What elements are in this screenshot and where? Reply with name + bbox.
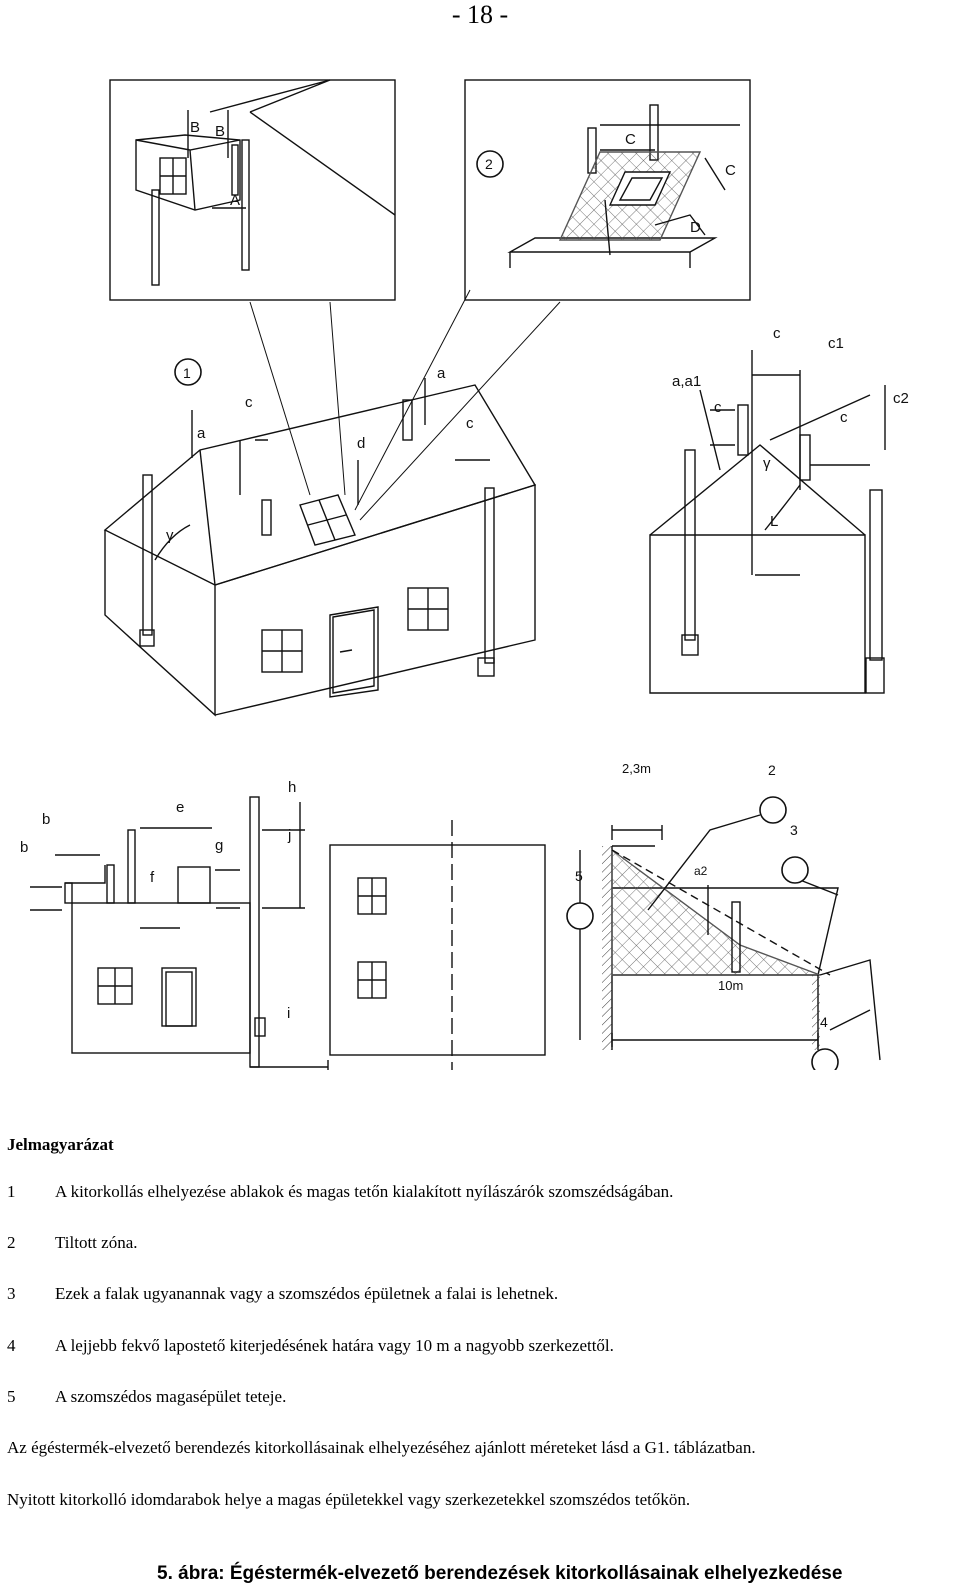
legend-note-table-reference: Az égéstermék-elvezető berendezés kitork… (7, 1438, 756, 1457)
label-C1: C (625, 131, 636, 148)
label-circle1: 1 (183, 365, 191, 381)
label-circle4: 4 (820, 1014, 828, 1030)
legend-item-text: A kitorkollás elhelyezése ablakok és mag… (55, 1182, 674, 1201)
label-a-mid: a (437, 365, 446, 382)
circle-4 (811, 1048, 839, 1070)
legend-item: 4 A lejjebb fekvő lapostető kiterjedéséne… (7, 1334, 614, 1358)
label-gamma: γ (763, 455, 771, 472)
label-circle3: 3 (790, 822, 798, 838)
zone-diagram (579, 814, 881, 1061)
legend-item: 3 Ezek a falak ugyanannak vagy a szomszéd… (7, 1282, 558, 1306)
circle-3 (781, 856, 809, 884)
detail-box-window (109, 79, 396, 301)
label-a-left: a (197, 425, 206, 442)
label-c-right-side: c (840, 409, 848, 426)
detail-box-rooflight (464, 79, 751, 301)
figure-svg: B B A C C D 2 1 a c γ a d c c c1 a,a1 c … (20, 79, 909, 1070)
house-perspective (103, 378, 537, 717)
label-circle2: 2 (768, 762, 776, 778)
legend-item: 5 A szomszédos magasépület teteje. (7, 1385, 286, 1409)
label-b1: b (42, 811, 50, 828)
middle-elevation (329, 820, 546, 1070)
side-elevation (649, 350, 886, 694)
label-D: D (690, 219, 701, 236)
legend-item-text: A szomszédos magasépület teteje. (55, 1387, 287, 1406)
figure-chimney-placement: B B A C C D 2 1 a c γ a d c c c1 a,a1 c … (0, 40, 960, 1070)
label-h: h (288, 779, 296, 796)
legend-item-text: Ezek a falak ugyanannak vagy a szomszédo… (55, 1284, 559, 1303)
legend-item-number: 2 (7, 1233, 16, 1252)
legend: Jelmagyarázat 1 A kitorkollás elhelyezése… (7, 1130, 953, 1509)
label-g: g (215, 837, 223, 854)
label-c-small: c (714, 399, 722, 416)
label-gamma-left: γ (166, 527, 174, 544)
label-c1: c1 (828, 335, 844, 352)
circle-1 (174, 358, 202, 386)
label-b2: b (20, 839, 28, 856)
label-c2: c2 (893, 390, 909, 407)
circle-2 (759, 796, 787, 824)
legend-note-open-outlets: Nyitott kitorkolló idomdarabok helye a m… (7, 1490, 691, 1509)
label-d: d (357, 435, 365, 452)
legend-item: 1 A kitorkollás elhelyezése ablakok és ma… (7, 1180, 673, 1204)
legend-item-number: 3 (7, 1284, 16, 1303)
label-c-top: c (773, 325, 781, 342)
label-circle5: 5 (575, 868, 583, 884)
label-j: j (287, 827, 291, 844)
label-circle2-top: 2 (485, 156, 493, 172)
label-dist-top: 2,3m (622, 761, 651, 776)
label-B1: B (190, 119, 200, 136)
page-number: - 18 - (451, 0, 509, 29)
legend-item-number: 1 (7, 1182, 16, 1201)
legend-item-text: Tiltott zóna. (55, 1233, 138, 1252)
label-c-left: c (245, 394, 253, 411)
circle-5 (566, 902, 594, 930)
legend-title: Jelmagyarázat (7, 1135, 114, 1154)
label-f: f (150, 869, 155, 886)
label-i: i (287, 1005, 290, 1022)
legend-item-number: 4 (7, 1336, 16, 1355)
label-a2: a2 (694, 864, 708, 878)
legend-item: 2 Tiltott zóna. (7, 1231, 138, 1255)
flat-roof-building (30, 796, 329, 1070)
label-A: A (230, 192, 240, 209)
label-dist-bottom: 10m (718, 978, 743, 993)
label-L: L (770, 513, 778, 530)
label-B2: B (215, 123, 225, 140)
label-a-a1: a,a1 (672, 373, 701, 390)
label-C2: C (725, 162, 736, 179)
label-e: e (176, 799, 184, 816)
circle-2-top (476, 150, 504, 178)
figure-caption: 5. ábra: Égéstermék-elvezető berendezése… (157, 1563, 843, 1584)
label-c-right: c (466, 415, 474, 432)
legend-item-text: A lejjebb fekvő lapostető kiterjedésének… (55, 1336, 614, 1355)
legend-item-number: 5 (7, 1387, 16, 1406)
